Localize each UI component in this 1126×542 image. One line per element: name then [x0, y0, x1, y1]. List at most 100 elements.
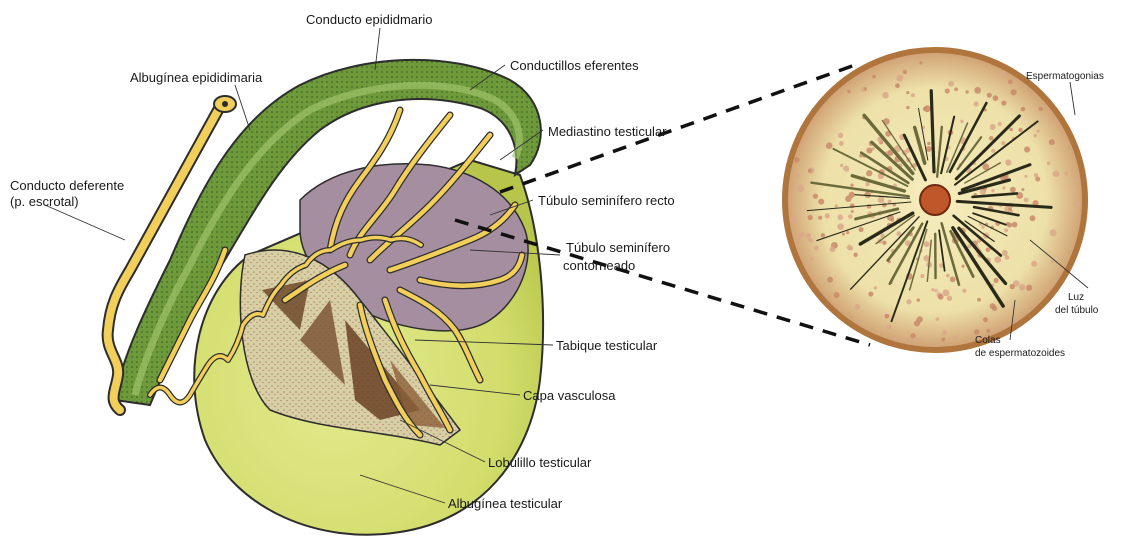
cell-nucleus: [1009, 128, 1013, 132]
cell-nucleus: [960, 120, 963, 123]
cell-nucleus: [818, 199, 824, 205]
cell-nucleus: [948, 81, 954, 87]
cell-nucleus: [848, 214, 853, 219]
cell-nucleus: [1038, 107, 1043, 112]
cell-nucleus: [854, 304, 860, 310]
label-conducto-deferente: Conducto deferente: [10, 178, 124, 193]
cell-nucleus: [950, 277, 956, 283]
cell-nucleus: [868, 291, 873, 296]
label-luz-sub: del túbulo: [1055, 305, 1099, 316]
cell-nucleus: [867, 204, 872, 209]
cell-nucleus: [825, 213, 830, 218]
cell-nucleus: [895, 83, 900, 88]
cell-nucleus: [849, 192, 855, 198]
cell-nucleus: [947, 296, 952, 301]
cell-nucleus: [1049, 139, 1055, 145]
cell-nucleus: [821, 233, 825, 237]
cell-nucleus: [814, 246, 819, 251]
cell-nucleus: [1002, 186, 1005, 189]
cell-nucleus: [938, 294, 944, 300]
cell-nucleus: [1024, 146, 1030, 152]
cell-nucleus: [849, 246, 853, 250]
label-conducto-epididimario: Conducto epididmario: [306, 12, 432, 27]
cell-nucleus: [872, 75, 876, 79]
cell-nucleus: [990, 124, 996, 130]
cell-nucleus: [882, 92, 889, 99]
cell-nucleus: [799, 232, 805, 238]
cell-nucleus: [834, 292, 840, 298]
cell-nucleus: [797, 185, 804, 192]
cell-nucleus: [961, 265, 964, 268]
cell-nucleus: [1021, 107, 1026, 112]
cell-nucleus: [826, 142, 833, 149]
cell-nucleus: [1030, 215, 1036, 221]
cell-nucleus: [1019, 284, 1026, 291]
cell-nucleus: [1011, 89, 1017, 95]
cell-nucleus: [924, 105, 931, 112]
cell-nucleus: [808, 169, 812, 173]
cell-nucleus: [993, 95, 999, 101]
cell-nucleus: [1012, 222, 1018, 228]
cell-nucleus: [874, 286, 877, 289]
cell-nucleus: [1010, 187, 1016, 193]
cell-nucleus: [903, 70, 907, 74]
label-colas: Colas: [975, 335, 1001, 346]
cell-nucleus: [914, 320, 920, 326]
label-tubulo-contorneado: Túbulo seminífero: [566, 240, 670, 255]
cell-nucleus: [941, 337, 945, 341]
cell-nucleus: [1031, 261, 1037, 267]
cell-nucleus: [837, 214, 843, 220]
cell-nucleus: [838, 133, 843, 138]
cell-nucleus: [1018, 128, 1022, 132]
cell-nucleus: [853, 253, 857, 257]
cell-nucleus: [871, 147, 874, 150]
cell-nucleus: [906, 106, 909, 109]
label-luz: Luz: [1068, 292, 1084, 303]
label-albuginea-epididimaria: Albugínea epididimaria: [130, 70, 263, 85]
cell-nucleus: [962, 289, 966, 293]
cell-nucleus: [790, 216, 797, 223]
label-tubulo-contorneado-sub: contorneado: [563, 258, 635, 273]
cell-nucleus: [878, 197, 885, 204]
cell-nucleus: [1001, 100, 1006, 105]
cell-nucleus: [882, 241, 886, 245]
cell-nucleus: [953, 336, 957, 340]
cell-nucleus: [1002, 250, 1008, 256]
cell-nucleus: [866, 170, 872, 176]
cell-nucleus: [989, 136, 994, 141]
cell-nucleus: [906, 299, 911, 304]
cell-nucleus: [1021, 188, 1024, 191]
cell-nucleus: [991, 189, 994, 192]
cell-nucleus: [842, 233, 845, 236]
cell-nucleus: [861, 88, 865, 92]
cell-nucleus: [911, 93, 915, 97]
cell-nucleus: [977, 298, 981, 302]
cell-nucleus: [1000, 71, 1006, 77]
tubule-lumen: [920, 185, 950, 215]
cell-nucleus: [858, 227, 863, 232]
cell-nucleus: [1001, 324, 1006, 329]
cell-nucleus: [942, 330, 947, 335]
cell-nucleus: [843, 166, 849, 172]
label-conductillos-eferentes: Conductillos eferentes: [510, 58, 639, 73]
cell-nucleus: [808, 238, 813, 243]
cell-nucleus: [1035, 177, 1040, 182]
cell-nucleus: [886, 324, 891, 329]
cell-nucleus: [917, 298, 921, 302]
tubule-cross-section: [785, 50, 1085, 350]
cell-nucleus: [891, 218, 894, 221]
cell-nucleus: [943, 289, 950, 296]
cell-nucleus: [1001, 141, 1005, 145]
cell-nucleus: [986, 247, 991, 252]
cell-nucleus: [847, 90, 850, 93]
cell-nucleus: [1050, 229, 1057, 236]
cell-nucleus: [1024, 175, 1027, 178]
label-capa-vasculosa: Capa vasculosa: [523, 388, 616, 403]
cell-nucleus: [806, 233, 811, 238]
label-conducto-deferente-sub: (p. escrotal): [10, 194, 79, 209]
cell-nucleus: [794, 157, 800, 163]
cell-nucleus: [931, 288, 934, 291]
cell-nucleus: [796, 174, 799, 177]
cell-nucleus: [1024, 198, 1029, 203]
cell-nucleus: [993, 278, 998, 283]
